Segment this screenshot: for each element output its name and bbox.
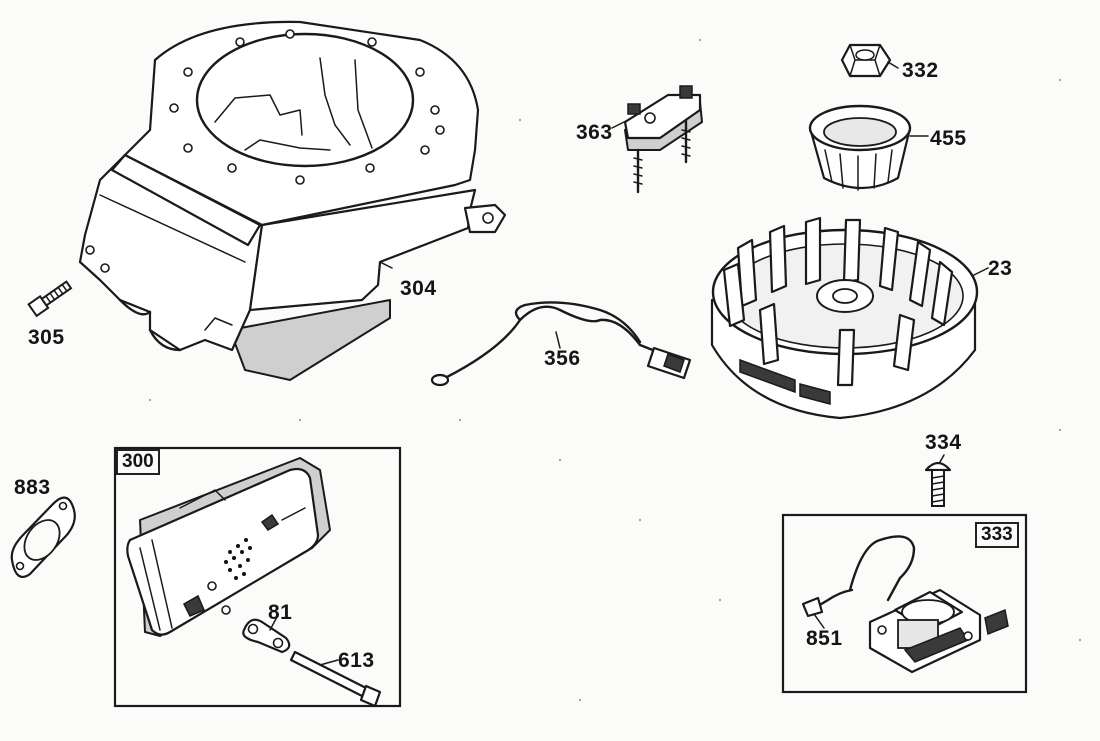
part-label-851: 851 — [806, 627, 843, 650]
assembly-box-333 — [781, 513, 1028, 694]
assembly-label-300: 300 — [116, 449, 160, 475]
cup-455 — [808, 104, 912, 191]
bracket-363 — [623, 85, 703, 194]
armature-333 — [801, 535, 1009, 674]
screw-334 — [924, 461, 952, 507]
part-label-81: 81 — [268, 601, 293, 624]
lock-plate-81 — [242, 618, 291, 654]
scan-speckles — [149, 39, 1081, 701]
assembly-box-300 — [113, 446, 402, 708]
bolt-305 — [27, 280, 73, 318]
part-label-455: 455 — [930, 127, 967, 150]
part-label-304: 304 — [400, 277, 437, 300]
blower-housing-304 — [78, 20, 507, 381]
gasket-883 — [10, 496, 76, 578]
part-label-305: 305 — [28, 326, 65, 349]
muffler-300 — [126, 457, 331, 637]
nut-332 — [840, 43, 892, 78]
flywheel-23 — [710, 216, 979, 420]
screw-613 — [289, 650, 382, 708]
part-label-23: 23 — [988, 257, 1013, 280]
part-label-613: 613 — [338, 649, 375, 672]
part-label-356: 356 — [544, 347, 581, 370]
part-label-363: 363 — [576, 121, 613, 144]
leader-lines — [269, 61, 989, 666]
part-label-883: 883 — [14, 476, 51, 499]
assembly-label-333: 333 — [975, 522, 1019, 548]
part-label-332: 332 — [902, 59, 939, 82]
ground-wire-356 — [430, 301, 692, 387]
part-label-334: 334 — [925, 431, 962, 454]
